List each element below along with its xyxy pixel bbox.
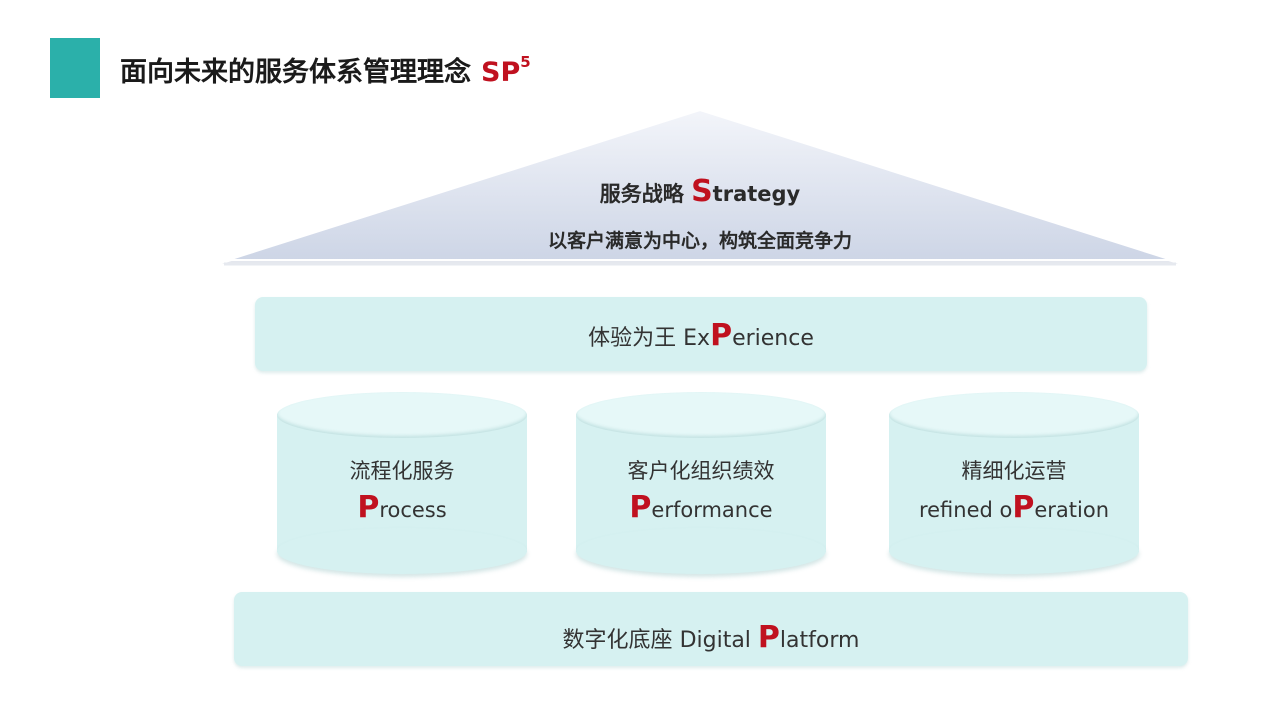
page-title-text: 面向未来的服务体系管理理念 — [120, 57, 471, 88]
platform-prefix: Digital — [679, 628, 751, 653]
pillar-label-cn: 流程化服务 — [349, 459, 455, 483]
experience-capital-letter: P — [710, 318, 733, 353]
pillar-label-cn: 精细化运营 — [961, 459, 1067, 483]
sp-letters: SP — [481, 57, 521, 88]
pillar-base — [277, 528, 527, 574]
pillar-label: 流程化服务 Process — [277, 454, 527, 530]
pillar-label-en: Performance — [576, 488, 826, 530]
roof-triangle — [227, 108, 1173, 261]
strategy-capital-letter: S — [691, 174, 713, 209]
pillar-label-cn: 客户化组织绩效 — [627, 459, 775, 483]
strategy-subtitle: 以客户满意为中心，构筑全面竞争力 — [547, 230, 852, 252]
sp-exponent: 5 — [520, 53, 531, 71]
pillar-base — [889, 528, 1139, 574]
pillar-word-rest: rocess — [379, 498, 447, 522]
pillar-process: 流程化服务 Process — [277, 392, 527, 574]
strategy-word-rest: trategy — [712, 182, 801, 206]
experience-band: 体验为王 ExPerience — [255, 297, 1147, 371]
platform-word-rest: latform — [779, 628, 860, 653]
pillar-capital-letter: P — [1012, 490, 1035, 525]
sp-logo-text: SP5 — [481, 53, 531, 88]
pillar-top — [277, 392, 527, 438]
platform-label-cn: 数字化底座 — [562, 628, 673, 653]
pillar-label: 客户化组织绩效 Performance — [576, 454, 826, 530]
pillar-operation: 精细化运营 refined oPeration — [889, 392, 1139, 574]
pillar-word-rest: eration — [1034, 498, 1110, 522]
strategy-label-cn: 服务战略 — [599, 182, 684, 206]
strategy-roof — [222, 108, 1178, 266]
experience-word-rest: erience — [732, 326, 814, 351]
pillar-top — [889, 392, 1139, 438]
pillar-top — [576, 392, 826, 438]
pillar-capital-letter: P — [629, 490, 652, 525]
platform-capital-letter: P — [757, 620, 780, 655]
pillar-base — [576, 528, 826, 574]
pillar-label-en: Process — [277, 488, 527, 530]
platform-band: 数字化底座 Digital Platform — [234, 592, 1188, 666]
experience-label-cn: 体验为王 — [588, 326, 677, 351]
pillar-performance: 客户化组织绩效 Performance — [576, 392, 826, 574]
pillar-label: 精细化运营 refined oPeration — [889, 454, 1139, 530]
pillar-label-en: refined oPeration — [889, 488, 1139, 530]
page-title: 面向未来的服务体系管理理念 SP5 — [120, 46, 531, 88]
pillar-word-rest: erformance — [651, 498, 773, 522]
pillar-capital-letter: P — [357, 490, 380, 525]
title-accent-bar — [50, 38, 100, 98]
pillar-prefix: refined o — [918, 498, 1013, 522]
experience-prefix: Ex — [683, 326, 711, 351]
strategy-title: 服务战略 Strategy — [220, 172, 1180, 214]
